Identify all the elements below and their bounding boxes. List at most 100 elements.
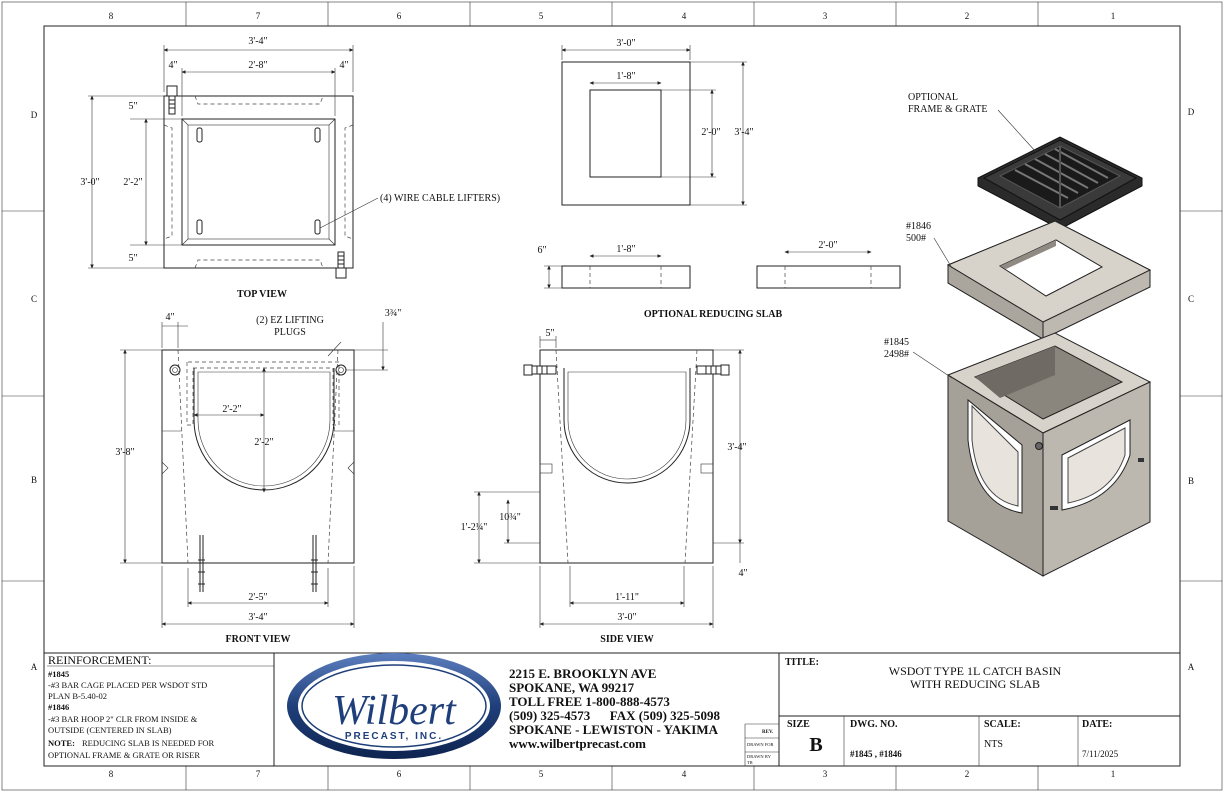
dim-label: 3'-0" <box>80 177 99 188</box>
dim-label: 1'-8" <box>616 244 635 255</box>
slab-section-2 <box>756 265 901 289</box>
note-line: #1846 <box>48 702 69 712</box>
dwg-label: DWG. NO. <box>850 719 898 730</box>
dim-label: 2'-8" <box>248 60 267 71</box>
note-line: REDUCING SLAB IS NEEDED FOR <box>82 738 215 748</box>
note-label: NOTE: <box>48 738 75 748</box>
lifting-plug-icon <box>523 364 730 376</box>
drawing-title: WITH REDUCING SLAB <box>910 677 1040 691</box>
drawn-by-label: DRAWN BY <box>747 754 772 759</box>
dwg-value: #1845 , #1846 <box>850 749 902 759</box>
dim-label: 1'-8" <box>616 71 635 82</box>
address-line: SPOKANE, WA 99217 <box>509 680 635 695</box>
row-label: D <box>31 110 38 120</box>
address-line: 2215 E. BROOKLYN AVE <box>509 666 656 681</box>
col-label: 6 <box>397 11 402 21</box>
title-block: REINFORCEMENT: #1845 -#3 BAR CAGE PLACED… <box>44 652 1180 766</box>
dim-label: 10¾" <box>499 512 521 523</box>
col-label: 3 <box>823 769 828 779</box>
col-label: 7 <box>256 11 261 21</box>
col-label: 2 <box>965 11 970 21</box>
title-label: TITLE: <box>785 657 819 668</box>
dim-label: 1'-2¼" <box>461 522 488 533</box>
top-view-opening-inner <box>187 124 330 240</box>
note-line: OUTSIDE (CENTERED IN SLAB) <box>48 725 172 735</box>
dim-label: 4" <box>165 312 174 323</box>
dim-label: 6" <box>537 245 546 256</box>
col-label: 1 <box>1111 11 1116 21</box>
catch-basin-3d <box>946 332 1152 577</box>
dim-label: 3'-4" <box>727 442 746 453</box>
dim-label: 3¾" <box>385 308 402 319</box>
address-line: TOLL FREE 1-800-888-4573 <box>509 694 670 709</box>
reducing-slab-3d <box>946 220 1152 340</box>
view-title: TOP VIEW <box>237 289 287 300</box>
col-label: 4 <box>682 769 687 779</box>
side-view: 5" 3'-4" 4" 1'-2¼" 10¾" 1'-11" 3'-0" SID… <box>461 328 748 645</box>
lifting-plug-icon <box>335 364 347 376</box>
callout-label: PLUGS <box>274 327 306 338</box>
dim-label: 2'-2" <box>254 437 273 448</box>
reducing-slab-views: 3'-0" 1'-8" 2'-0" 3'-4" 1'-8" 6" 2'-0" O… <box>537 38 901 320</box>
dim-label: 3'-0" <box>617 612 636 623</box>
note-line: #1845 <box>48 669 69 679</box>
dim-label: 2'-0" <box>701 127 720 138</box>
callout-label: (4) WIRE CABLE LIFTERS) <box>380 193 500 204</box>
dim-label: 4" <box>339 60 348 71</box>
rev-label: REV. <box>762 730 774 735</box>
size-value: B <box>809 734 822 756</box>
top-view-outline <box>163 95 354 269</box>
row-label: B <box>1188 476 1194 486</box>
top-view: 3'-4" 2'-8" 4" 4" 3'-0" 2'-2" 5" 5" (4) … <box>80 36 500 300</box>
callout-label: FRAME & GRATE <box>908 104 987 115</box>
callout-label: OPTIONAL <box>908 92 958 103</box>
slab-plan-outline <box>561 61 691 206</box>
col-label: 7 <box>256 769 261 779</box>
col-label: 6 <box>397 769 402 779</box>
note-line: PLAN B-5.40-02 <box>48 691 107 701</box>
row-label: B <box>31 475 37 485</box>
dim-label: 3'-0" <box>616 38 635 49</box>
row-label: A <box>1188 662 1195 672</box>
front-view-outline <box>161 349 355 564</box>
dim-label: 2'-0" <box>818 240 837 251</box>
row-label: D <box>1188 107 1195 117</box>
address-line: www.wilbertprecast.com <box>509 736 646 751</box>
date-label: DATE: <box>1082 719 1112 730</box>
col-label: 2 <box>965 769 970 779</box>
dim-label: 3'-8" <box>115 447 134 458</box>
front-view: 4" (2) EZ LIFTING PLUGS 3¾" 3'-8" 2'-2" … <box>115 308 401 645</box>
isometric-assembly: OPTIONAL FRAME & GRATE #1846 500# #1845 … <box>884 92 1152 577</box>
note-line: -#3 BAR CAGE PLACED PER WSDOT STD <box>48 680 207 690</box>
row-label: A <box>31 662 38 672</box>
wilbert-logo: Wilbert PRECAST, INC. <box>287 653 501 759</box>
drawing-title: WSDOT TYPE 1L CATCH BASIN <box>889 664 1062 678</box>
col-label: 3 <box>823 11 828 21</box>
top-view-opening-outer <box>181 118 336 246</box>
col-label: 1 <box>1111 769 1116 779</box>
logo-name: Wilbert <box>332 688 457 734</box>
part-number: #1846 <box>906 221 931 232</box>
drawn-by-value: TR <box>747 760 753 765</box>
part-number: #1845 <box>884 337 909 348</box>
scale-label: SCALE: <box>984 719 1021 730</box>
dim-label: 5" <box>545 328 554 339</box>
note-line: OPTIONAL FRAME & GRATE OR RISER <box>48 750 200 760</box>
dim-label: 4" <box>738 568 747 579</box>
dim-label: 3'-4" <box>248 36 267 47</box>
address-line: (509) 325-4573 FAX (509) 325-5098 <box>509 708 720 723</box>
col-label: 5 <box>539 11 544 21</box>
view-title: SIDE VIEW <box>600 634 653 645</box>
logo-sub: PRECAST, INC. <box>345 731 443 742</box>
row-label: C <box>1188 294 1194 304</box>
cable-lifter-icon <box>196 127 321 235</box>
row-label: C <box>31 294 37 304</box>
part-weight: 2498# <box>884 349 909 360</box>
col-label: 5 <box>539 769 544 779</box>
scale-value: NTS <box>984 739 1003 750</box>
dim-label: 1'-11" <box>615 592 639 603</box>
lifting-plug-icon <box>166 85 347 279</box>
dim-label: 2'-2" <box>123 177 142 188</box>
